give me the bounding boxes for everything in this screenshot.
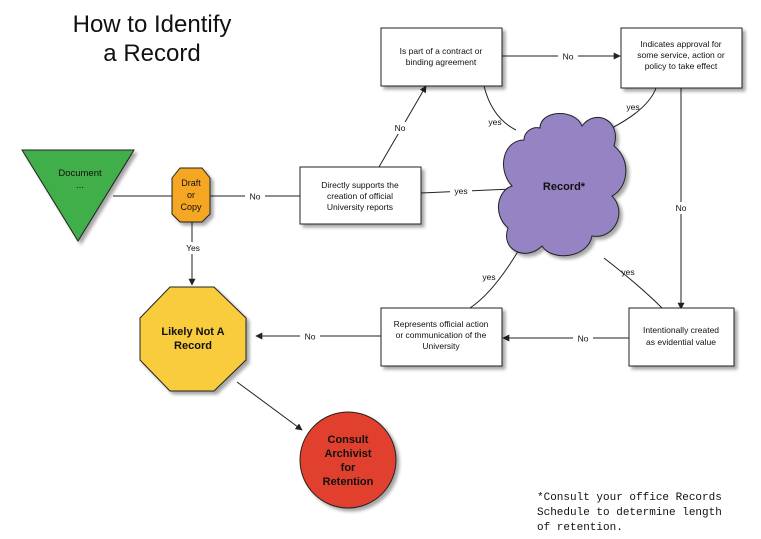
- supports-line-1: Directly supports the: [321, 180, 399, 190]
- consult-line-3: for: [341, 462, 356, 474]
- document-label: Document: [58, 168, 102, 179]
- not-record-octagon: Likely Not A Record: [139, 286, 247, 392]
- supports-line-2: creation of official: [327, 191, 393, 201]
- edge-label-supports-contract: No: [395, 123, 406, 133]
- edge-official-record: [469, 247, 521, 309]
- edge-label-official-not-record: No: [305, 332, 316, 342]
- not-record-line-2: Record: [174, 340, 212, 352]
- consult-archivist-circle: Consult Archivist for Retention: [299, 411, 397, 509]
- not-record-line-1: Likely Not A: [161, 326, 224, 338]
- consult-line-4: Retention: [323, 476, 374, 488]
- document-ellipsis: ...: [76, 180, 84, 191]
- official-action-box: Represents official action or communicat…: [380, 307, 503, 367]
- document-node: Document ...: [21, 149, 135, 242]
- edge-label-approval-evidential: No: [676, 203, 687, 213]
- contract-line-1: Is part of a contract or: [400, 46, 483, 56]
- title-line-1: How to Identify: [73, 11, 232, 38]
- approval-line-1: Indicates approval for: [640, 39, 721, 49]
- approval-line-2: some service, action or: [637, 50, 725, 60]
- edge-label-draft-not-record: Yes: [186, 243, 200, 253]
- edge-contract-record: [483, 85, 517, 131]
- edge-not-record-consult: [236, 381, 303, 431]
- footnote: *Consult your office Records Schedule to…: [537, 492, 722, 534]
- edge-label-evidential-official: No: [578, 334, 589, 344]
- draft-line-1: Draft: [181, 178, 201, 188]
- contract-box: Is part of a contract or binding agreeme…: [380, 27, 503, 87]
- evidential-box: Intentionally created as evidential valu…: [628, 307, 735, 367]
- edge-label-supports-record: yes: [454, 186, 467, 196]
- draft-node: Draft or Copy: [171, 167, 211, 223]
- edge-label-contract-record: yes: [488, 117, 501, 127]
- edge-evidential-record: [603, 257, 663, 309]
- title-line-2: a Record: [103, 40, 200, 67]
- consult-line-1: Consult: [328, 434, 369, 446]
- consult-line-2: Archivist: [324, 448, 371, 460]
- edge-label-official-record: yes: [482, 272, 495, 282]
- record-cloud: Record*: [498, 113, 627, 257]
- record-label: Record*: [543, 181, 586, 193]
- approval-box: Indicates approval for some service, act…: [620, 27, 743, 89]
- evidential-line-1: Intentionally created: [643, 325, 719, 335]
- supports-line-3: University reports: [327, 202, 393, 212]
- edge-label-contract-approval: No: [563, 52, 574, 62]
- evidential-line-2: as evidential value: [646, 337, 716, 347]
- draft-line-3: Copy: [180, 202, 202, 212]
- supports-reports-box: Directly supports the creation of offici…: [299, 166, 422, 225]
- official-line-3: University: [422, 341, 460, 351]
- contract-line-2: binding agreement: [406, 57, 477, 67]
- edge-label-evidential-record: yes: [621, 267, 634, 277]
- official-line-2: or communication of the: [396, 330, 487, 340]
- approval-line-3: policy to take effect: [645, 61, 718, 71]
- draft-line-2: or: [187, 190, 195, 200]
- edge-label-approval-record: yes: [626, 102, 639, 112]
- edge-label-draft-supports: No: [250, 192, 261, 202]
- edge-approval-record: [607, 87, 657, 131]
- official-line-1: Represents official action: [394, 319, 489, 329]
